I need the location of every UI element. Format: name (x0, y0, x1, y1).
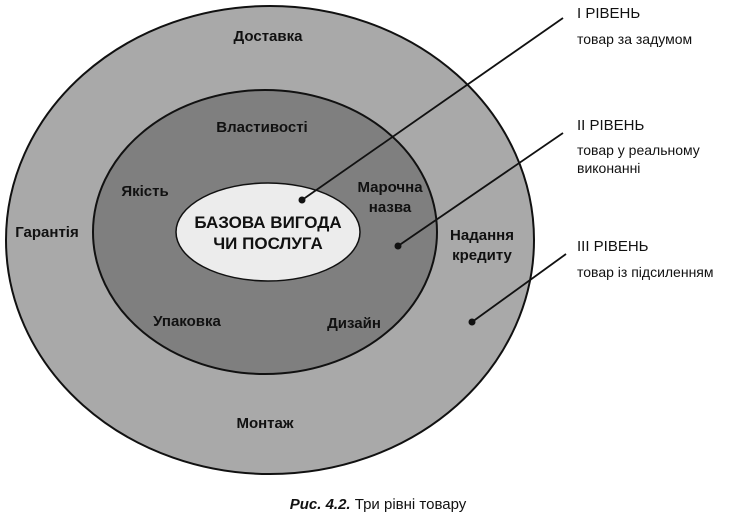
outer-label-warranty: Гарантія (15, 224, 78, 241)
middle-label-design: Дизайн (327, 315, 381, 332)
middle-label-properties: Властивості (216, 119, 307, 136)
outer-label-delivery: Доставка (234, 28, 304, 45)
level-3-desc: товар із підсиленням (577, 264, 714, 280)
level-2-title: ІІ РІВЕНЬ (577, 117, 645, 134)
middle-label-packaging: Упаковка (153, 313, 221, 330)
level-3-title: ІІІ РІВЕНЬ (577, 238, 649, 255)
core-ellipse (175, 182, 361, 282)
leader-dot-level-3 (468, 318, 476, 326)
middle-label-brand-line1: Марочна (357, 179, 423, 196)
level-1-desc: товар за задумом (577, 31, 692, 47)
outer-label-installation: Монтаж (236, 415, 293, 432)
level-2-desc-line1: товар у реальному (577, 142, 700, 158)
leader-line-level-3 (471, 253, 567, 323)
middle-label-quality: Якість (121, 183, 168, 200)
leader-dot-level-2 (394, 242, 402, 250)
outer-label-credit-line2: кредиту (452, 247, 512, 264)
leader-line-level-2 (397, 132, 564, 247)
core-label-line2: ЧИ ПОСЛУГА (213, 234, 323, 253)
level-2-desc-line2: виконанні (577, 160, 640, 176)
leader-dot-level-1 (298, 196, 306, 204)
level-1-title: І РІВЕНЬ (577, 5, 640, 22)
leader-line-level-1 (301, 17, 564, 201)
outer-label-credit-line1: Надання (450, 227, 514, 244)
figure-caption: Рис. 4.2. Три рівні товару (0, 496, 756, 513)
figure-title: Три рівні товару (354, 496, 467, 513)
core-label-line1: БАЗОВА ВИГОДА (194, 213, 341, 232)
middle-label-brand-line2: назва (369, 199, 412, 216)
figure-number: Рис. 4.2. (289, 496, 351, 513)
